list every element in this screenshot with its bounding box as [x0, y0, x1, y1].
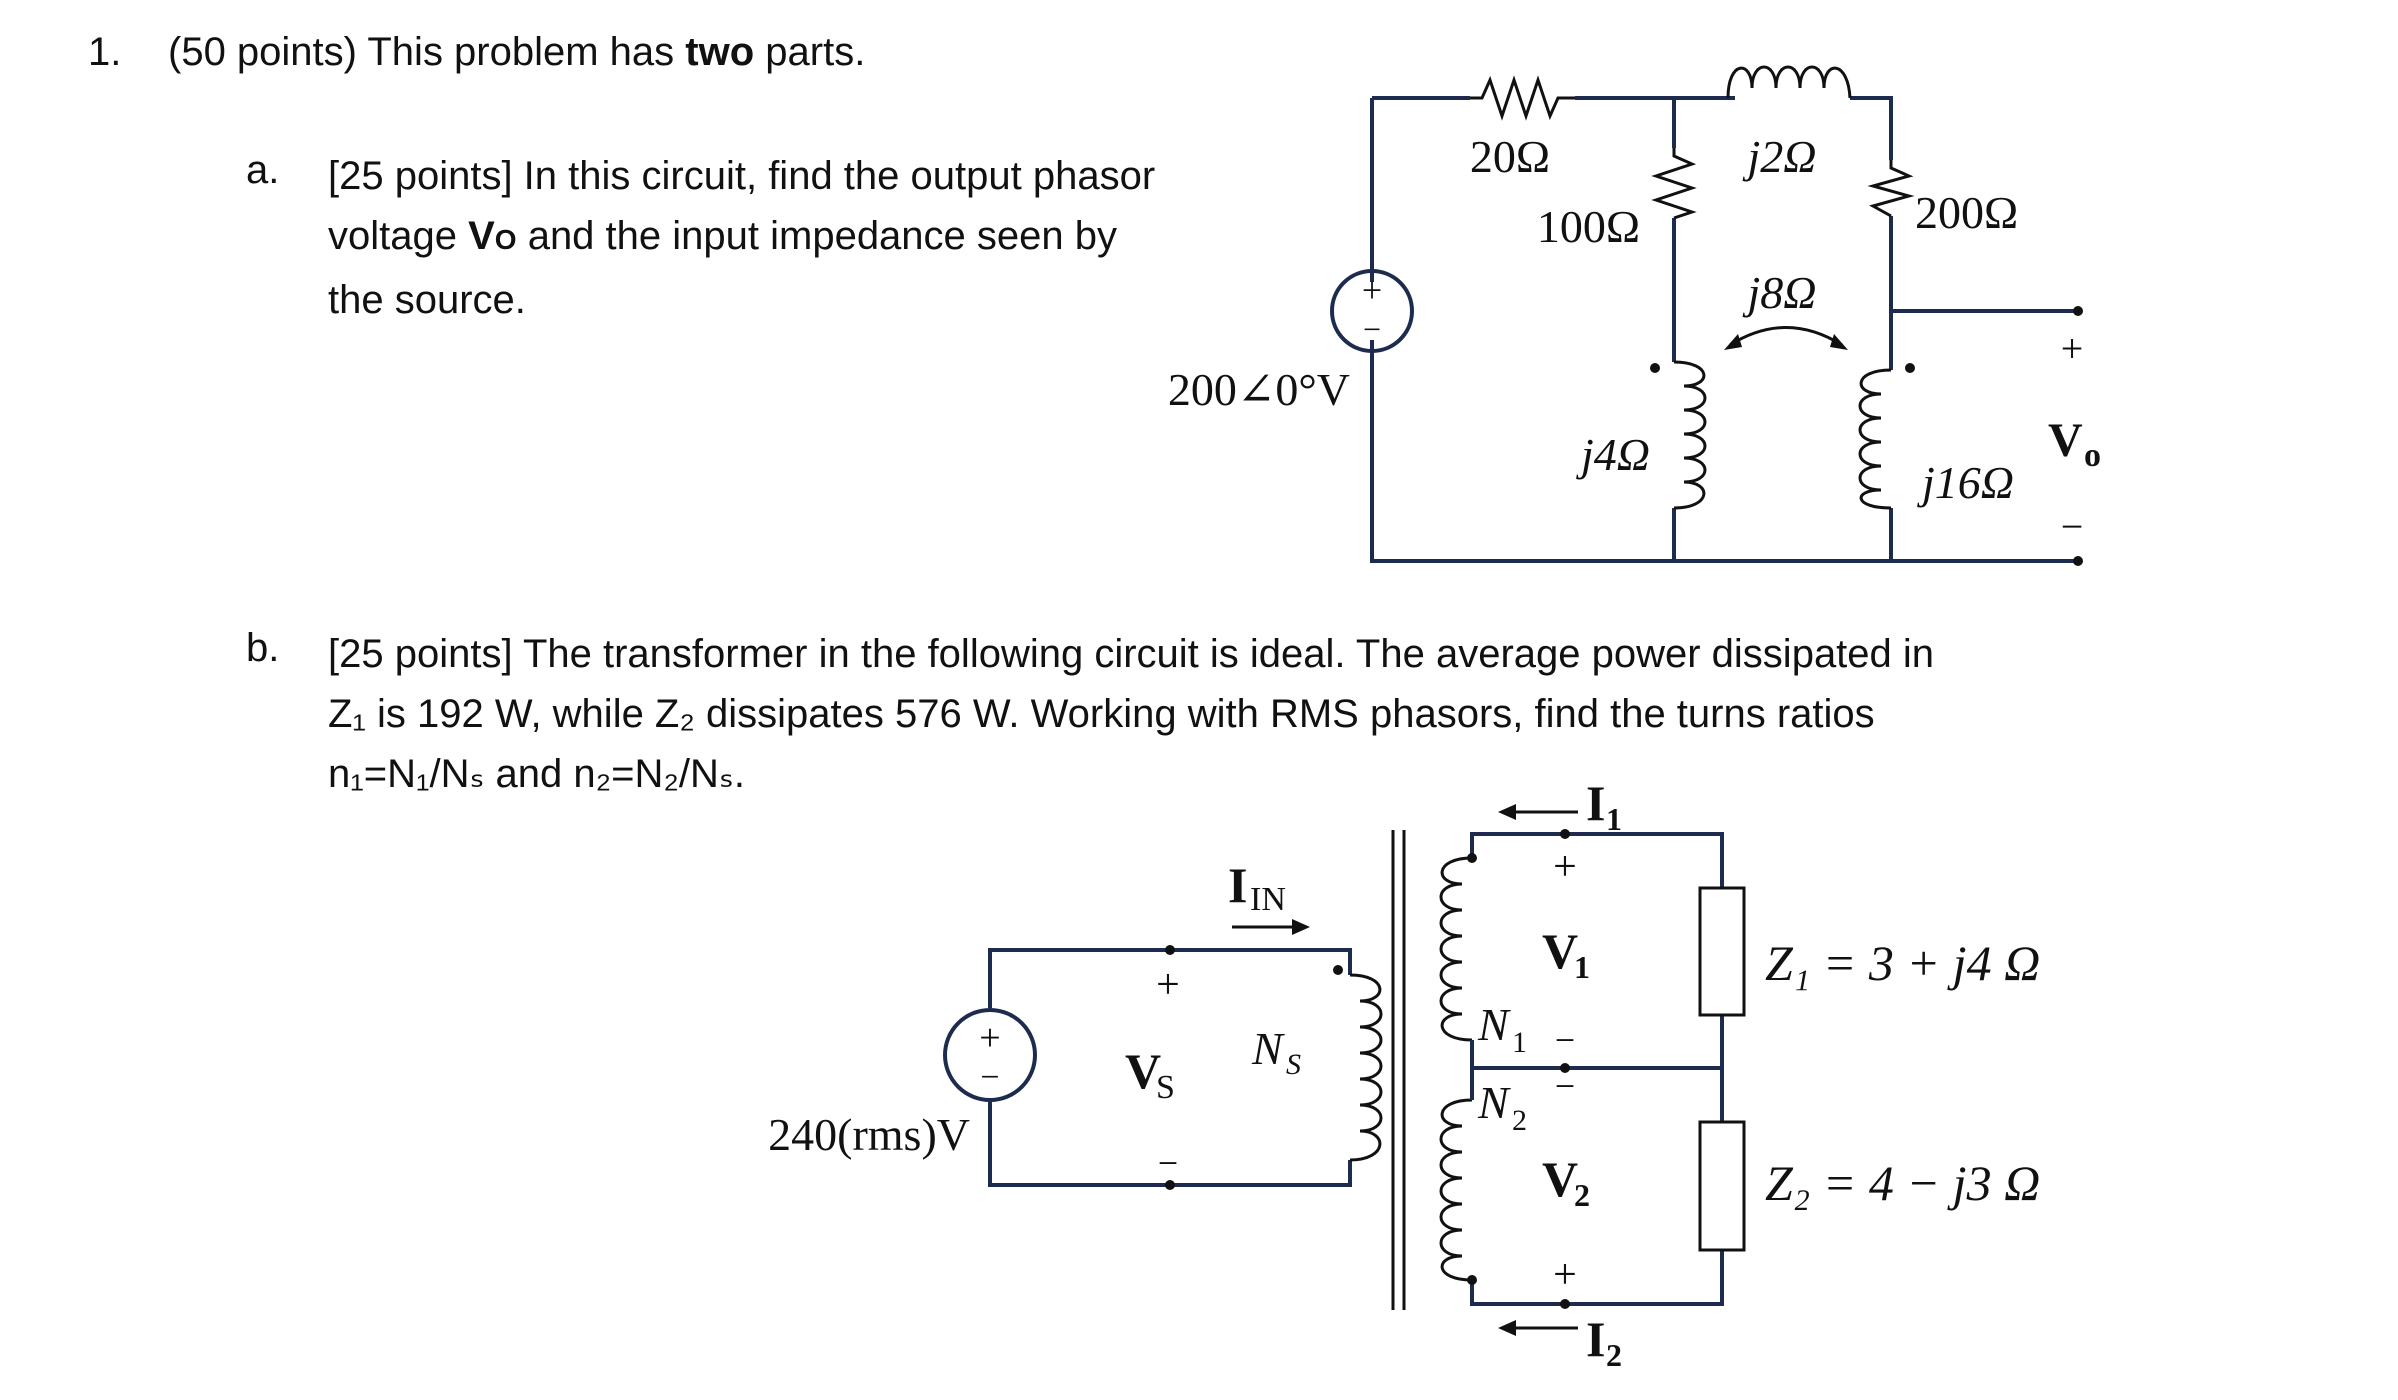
inductor-j4	[1673, 360, 1707, 510]
source-b-plus: +	[979, 1017, 1000, 1059]
part-a-line3: the source.	[328, 278, 526, 322]
label-vs-sub: S	[1156, 1069, 1175, 1106]
dot-n2	[1467, 1275, 1477, 1285]
label-ns: N	[1251, 1023, 1285, 1074]
label-v1: V	[1542, 923, 1578, 979]
transformer-core	[1391, 830, 1406, 1310]
label-v2-plus: +	[1553, 1252, 1577, 1298]
part-a-line2-pre: voltage	[328, 214, 469, 258]
label-ns-sub: S	[1286, 1048, 1301, 1081]
label-j16: j16Ω	[1917, 457, 2014, 508]
label-n2: N	[1477, 1077, 1511, 1128]
resistor-100-ohm	[1651, 148, 1697, 220]
terminal-vs-plus	[1165, 945, 1175, 955]
dot-j16	[1905, 363, 1915, 373]
arrow-i2-head	[1498, 1320, 1516, 1336]
terminal-vo-plus	[2073, 306, 2083, 316]
label-j8: j8Ω	[1742, 267, 1816, 318]
terminal-vo-minus	[2073, 556, 2083, 566]
part-b-line3: n₁=N₁/Nₛ and n₂=N₂/Nₛ.	[328, 752, 745, 796]
label-vs-minus: −	[1158, 1143, 1178, 1183]
part-a-line1: [25 points] In this circuit, find the ou…	[328, 154, 1156, 198]
label-n1-sub: 1	[1512, 1026, 1527, 1059]
arrow-iin-head	[1292, 919, 1310, 935]
dot-ns	[1333, 965, 1343, 975]
problem-intro: (50 points) This problem has two parts.	[168, 30, 865, 75]
label-j4: j4Ω	[1576, 429, 1650, 480]
dot-n1	[1467, 853, 1477, 863]
label-20-ohm: 20Ω	[1470, 131, 1550, 182]
label-v1-plus: +	[1553, 844, 1577, 890]
label-vs-plus: +	[1156, 962, 1180, 1008]
label-vo: V	[2048, 414, 2083, 467]
label-z1: Z₁ = 3 + j4 Ω	[1765, 935, 2040, 991]
label-v2-sub: 2	[1574, 1177, 1590, 1213]
source-a-minus: −	[1363, 311, 1381, 347]
resistor-20-ohm	[1470, 75, 1575, 121]
label-vo-minus: −	[2061, 504, 2084, 549]
mutual-arrowhead-right	[1830, 334, 1848, 350]
terminal-junction	[1560, 1063, 1570, 1073]
wire-b-primary	[988, 948, 1352, 1187]
arrow-i1-head	[1498, 804, 1516, 820]
terminal-vs-minus	[1165, 1180, 1175, 1190]
coil-n1	[1439, 856, 1473, 1042]
mutual-arrow	[1729, 326, 1843, 347]
part-a-vo-symbol: V	[468, 214, 495, 258]
label-j2: j2Ω	[1742, 131, 1816, 182]
label-n2-sub: 2	[1512, 1104, 1527, 1137]
part-b-line2: Z₁ is 192 W, while Z₂ dissipates 576 W. …	[328, 692, 1875, 736]
resistor-200-ohm	[1867, 160, 1915, 218]
problem-emphasis: two	[685, 30, 755, 74]
mutual-arrowhead-left	[1724, 334, 1742, 350]
source-b	[943, 1008, 1037, 1102]
label-i2-sub: 2	[1606, 1337, 1622, 1373]
problem-tail: parts.	[754, 30, 866, 74]
terminal-v1-plus	[1560, 829, 1570, 839]
label-v1-sub: 1	[1574, 949, 1590, 985]
label-vo-sub: o	[2084, 437, 2101, 474]
source-b-minus: −	[980, 1059, 999, 1096]
part-a-text: [25 points] In this circuit, find the ou…	[328, 146, 1308, 330]
part-a-letter: a.	[246, 148, 280, 192]
impedance-z2	[1698, 1120, 1746, 1252]
problem-points: (50 points) This problem has	[168, 30, 686, 74]
wire-a-left	[1370, 98, 2080, 563]
inductor-j16	[1858, 368, 1892, 510]
label-i2: I	[1586, 1311, 1605, 1367]
part-b-line1: [25 points] The transformer in the follo…	[328, 632, 1935, 676]
wire-b-secondary	[1470, 832, 1724, 1306]
part-b-text: [25 points] The transformer in the follo…	[328, 624, 2228, 804]
label-source-a: 200∠0°V	[1168, 364, 1350, 415]
part-a-line2-post: and the input impedance seen by	[516, 214, 1118, 258]
label-vs: V	[1125, 1043, 1161, 1099]
coil-n2	[1439, 1098, 1473, 1282]
impedance-z1	[1698, 886, 1746, 1017]
label-n1: N	[1477, 999, 1511, 1050]
part-a-vo-sub: O	[494, 224, 517, 255]
label-100-ohm: 100Ω	[1537, 201, 1640, 252]
terminal-v2-plus	[1560, 1299, 1570, 1309]
label-iin-sub: IN	[1250, 881, 1286, 918]
label-200-ohm: 200Ω	[1915, 187, 2018, 238]
coil-ns	[1349, 973, 1383, 1162]
dot-j4	[1650, 363, 1660, 373]
label-source-b: 240(rms)V	[768, 1109, 970, 1160]
label-iin: I	[1228, 857, 1247, 913]
label-i1-sub: 1	[1606, 801, 1622, 837]
source-a-plus: +	[1362, 270, 1382, 310]
part-b-letter: b.	[246, 626, 280, 670]
source-a	[1330, 269, 1414, 353]
label-v2-minus: −	[1555, 1066, 1575, 1106]
problem-number: 1.	[88, 30, 122, 74]
label-v2: V	[1542, 1151, 1578, 1207]
label-v1-minus: −	[1555, 1020, 1575, 1060]
wire-a-top	[1372, 96, 1893, 561]
inductor-j2	[1726, 65, 1852, 99]
part-a-line2: voltage VO and the input impedance seen …	[328, 206, 1308, 270]
label-vo-plus: +	[2061, 326, 2084, 371]
label-z2: Z₂ = 4 − j3 Ω	[1765, 1155, 2040, 1211]
